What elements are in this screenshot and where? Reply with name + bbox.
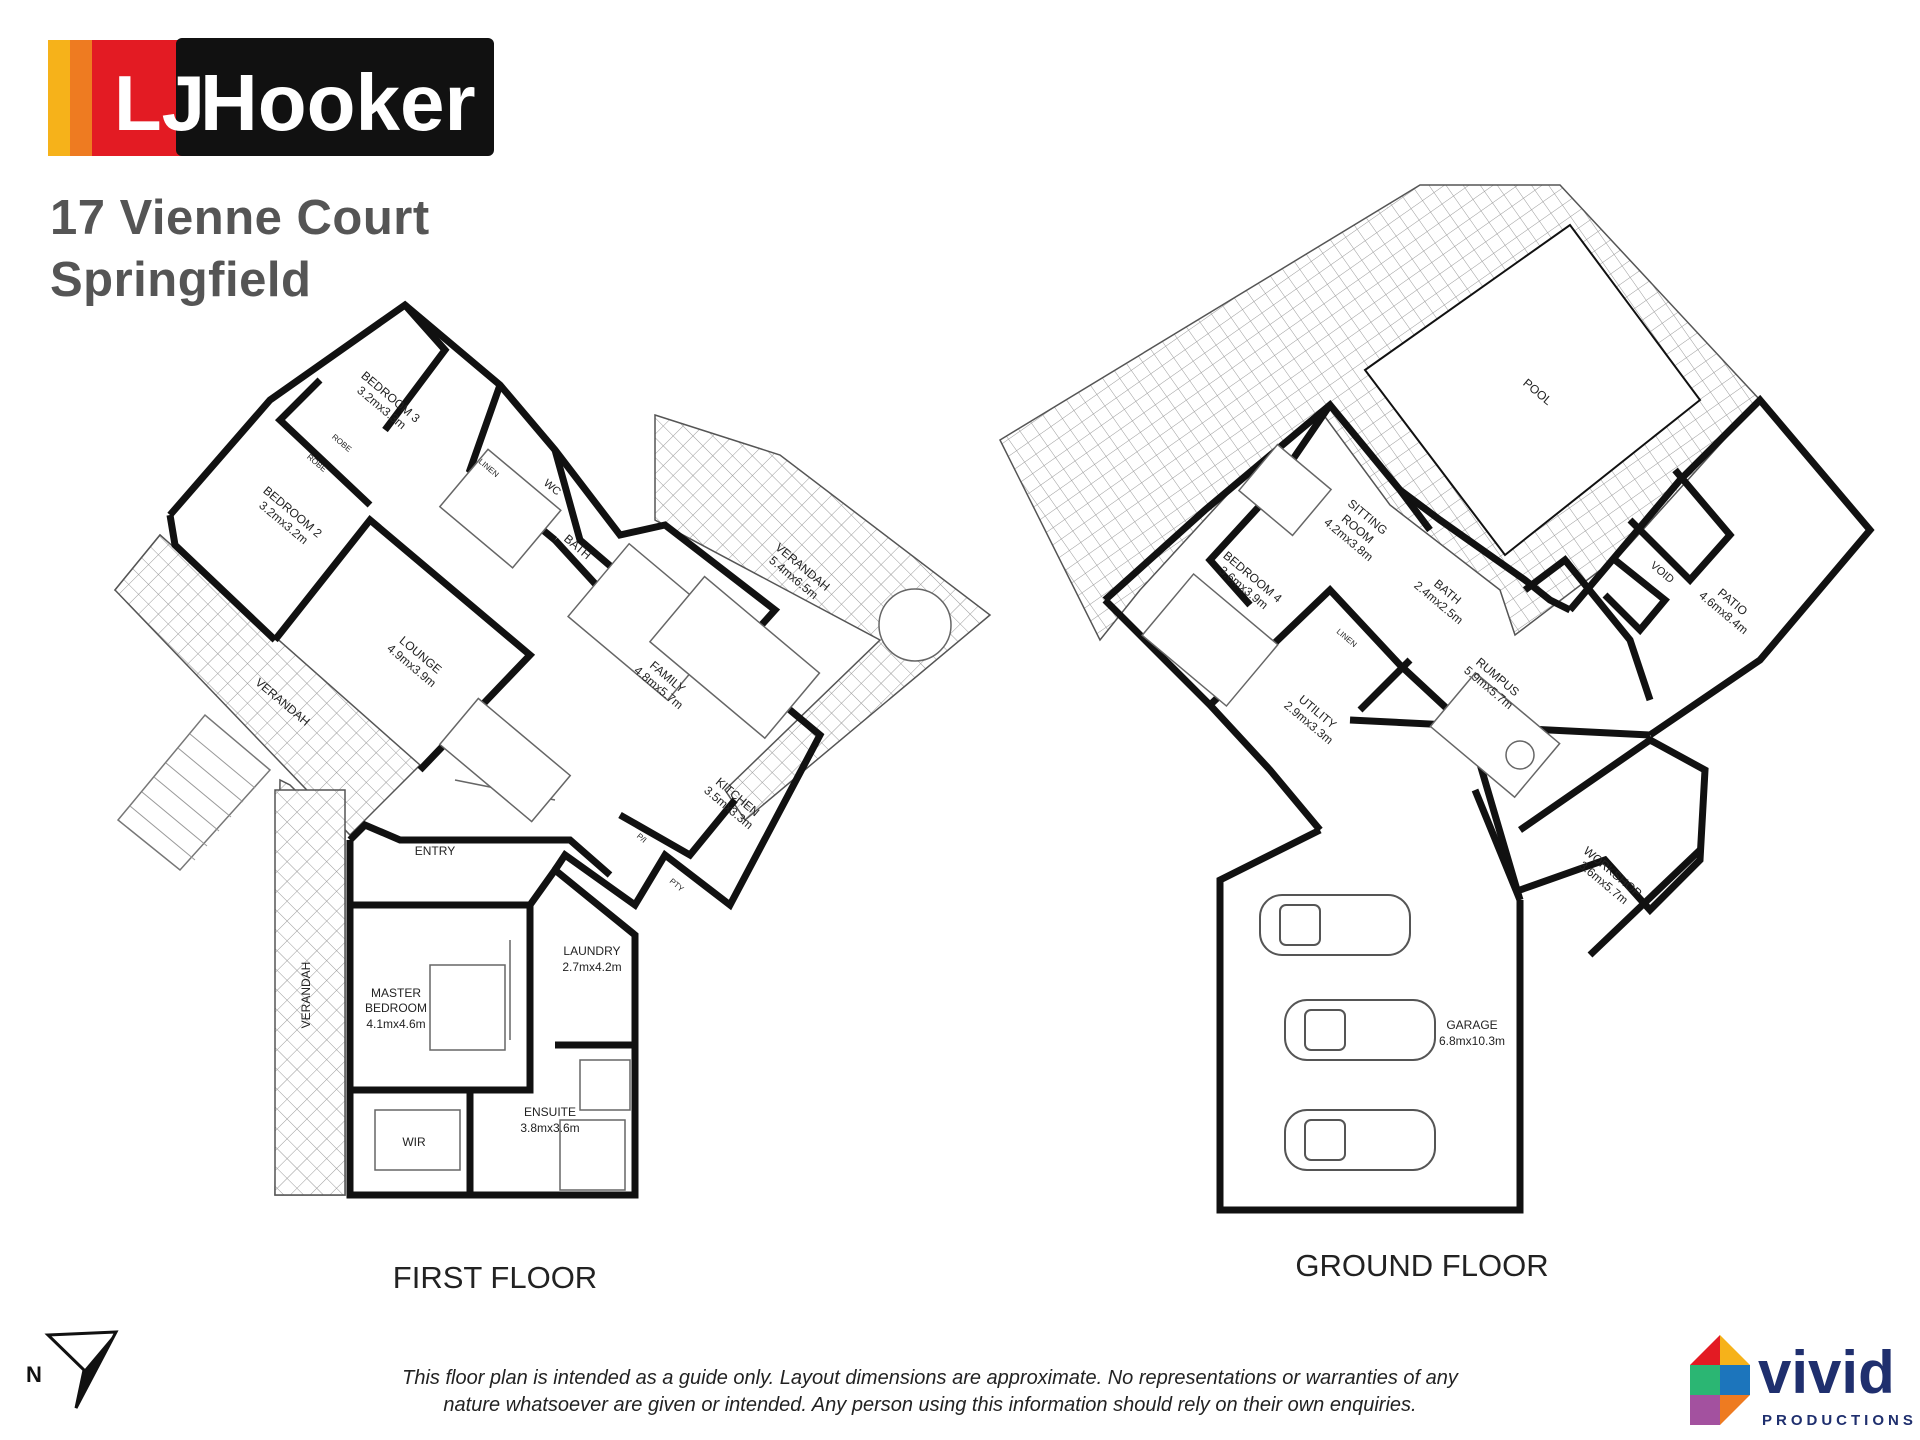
- room-master: MASTER: [371, 986, 421, 1000]
- room-verandah-side: VERANDAH: [299, 962, 313, 1029]
- producer-tagline: PRODUCTIONS: [1762, 1412, 1917, 1429]
- room-wir: WIR: [402, 1135, 426, 1149]
- address-line-2: Springfield: [50, 253, 312, 307]
- room-master-bedroom: BEDROOM: [365, 1001, 427, 1015]
- north-arrow-icon: N: [26, 1330, 119, 1409]
- ground-floor-title: GROUND FLOOR: [1295, 1248, 1548, 1283]
- room-wc: WC: [541, 477, 563, 498]
- logo-text-lj: LJ: [114, 59, 205, 147]
- disclaimer: This floor plan is intended as a guide o…: [300, 1365, 1560, 1419]
- room-ensuite: ENSUITE: [524, 1105, 576, 1119]
- svg-text:6.8mx10.3m: 6.8mx10.3m: [1439, 1034, 1505, 1048]
- svg-text:4.1mx4.6m: 4.1mx4.6m: [366, 1017, 425, 1031]
- room-linen-ground: LINEN: [1335, 627, 1359, 649]
- disclaimer-line-1: This floor plan is intended as a guide o…: [402, 1367, 1458, 1389]
- svg-text:BEDROOM 23.2mx3.2m: BEDROOM 23.2mx3.2m: [251, 483, 324, 551]
- svg-text:2.7mx4.2m: 2.7mx4.2m: [562, 960, 621, 974]
- ground-floor-plan: POOL: [999, 184, 1875, 1283]
- svg-text:3.8mx3.6m: 3.8mx3.6m: [520, 1121, 579, 1135]
- address-line-1: 17 Vienne Court: [50, 191, 430, 245]
- room-entry: ENTRY: [415, 844, 455, 858]
- lj-hooker-logo: LJ Hooker: [48, 38, 494, 156]
- first-floor-title: FIRST FLOOR: [393, 1260, 597, 1295]
- vivid-productions-logo: vivid PRODUCTIONS: [1690, 1335, 1917, 1429]
- svg-text:UTILITY2.9mx3.3m: UTILITY2.9mx3.3m: [1281, 687, 1344, 747]
- north-label: N: [26, 1362, 42, 1387]
- svg-text:LOUNGE4.9mx3.9m: LOUNGE4.9mx3.9m: [384, 630, 447, 690]
- producer-name: vivid: [1758, 1339, 1895, 1406]
- svg-text:WORKSHOP3.6mx5.7m: WORKSHOP3.6mx5.7m: [1572, 844, 1645, 911]
- room-robe-2: ROBE: [330, 432, 353, 453]
- disclaimer-line-2: nature whatsoever are given or intended.…: [443, 1394, 1417, 1416]
- room-garage: GARAGE: [1446, 1018, 1497, 1032]
- svg-text:PATIO4.6mx8.4m: PATIO4.6mx8.4m: [1696, 577, 1759, 637]
- first-floor-plan: BEDROOM 33.2mx3.3m BEDROOM 23.2mx3.2m RO…: [113, 300, 992, 1295]
- logo-text-hooker: Hooker: [200, 58, 476, 147]
- pool-outline: [1363, 223, 1702, 557]
- room-pty: PTY: [668, 877, 686, 894]
- svg-text:BATH2.4mx2.5m: BATH2.4mx2.5m: [1411, 567, 1474, 627]
- garage-cars: [1259, 894, 1436, 1171]
- room-laundry: LAUNDRY: [563, 944, 620, 958]
